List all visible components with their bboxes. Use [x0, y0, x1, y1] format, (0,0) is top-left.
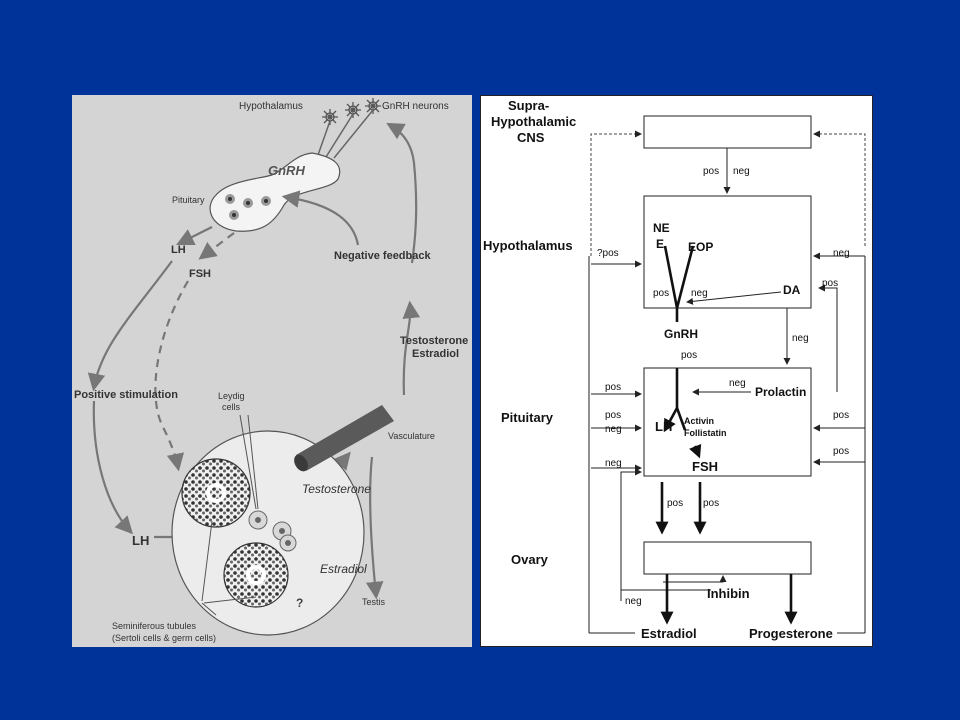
- label-pos-fsh-down: pos: [703, 498, 719, 509]
- label-pos-top: pos: [703, 166, 719, 177]
- label-da: DA: [783, 283, 801, 297]
- label-leydig: Leydig: [218, 391, 245, 401]
- label-neg-top: neg: [733, 166, 750, 177]
- label-follistatin: Follistatin: [684, 428, 727, 438]
- label-fsh: FSH: [189, 268, 211, 280]
- label-pos-pit-left1: pos: [605, 382, 621, 393]
- vasculature-vessel: [294, 405, 394, 472]
- male-axis-diagram: Hypothalamus GnRH neurons GnRH Pituitary…: [72, 95, 472, 647]
- box-hypothalamus: [643, 195, 812, 309]
- label-estradiol-top: Estradiol: [412, 348, 459, 360]
- label-ne: NE: [653, 221, 670, 235]
- label-lh-top: LH: [171, 244, 186, 256]
- label-pos-gnrh: pos: [681, 350, 697, 361]
- label-neg-right-hypo: neg: [833, 248, 850, 259]
- row-label-ovary: Ovary: [511, 552, 549, 567]
- leydig-cells: [248, 510, 297, 552]
- row-label-hypothalamic: Hypothalamic: [491, 114, 576, 129]
- label-pos-lh-down: pos: [667, 498, 683, 509]
- male-axis-svg: Hypothalamus GnRH neurons GnRH Pituitary…: [74, 98, 468, 643]
- box-ovary: [643, 541, 812, 575]
- label-activin: Activin: [684, 416, 714, 426]
- label-testis: Testis: [362, 597, 386, 607]
- female-axis-diagram: Supra- Hypothalamic CNS Hypothalamus Pit…: [480, 95, 873, 647]
- label-e: E: [656, 237, 664, 251]
- seminiferous-tubule-1: [181, 458, 251, 528]
- label-testosterone: Testosterone: [302, 482, 371, 496]
- label-estradiol: Estradiol: [641, 626, 697, 641]
- label-pos-pit-right1: pos: [833, 410, 849, 421]
- label-vasculature: Vasculature: [388, 431, 435, 441]
- label-positive-stimulation: Positive stimulation: [74, 389, 178, 401]
- label-negative-feedback: Negative feedback: [334, 250, 431, 262]
- label-hypothalamus: Hypothalamus: [239, 101, 303, 112]
- female-axis-svg: Supra- Hypothalamic CNS Hypothalamus Pit…: [483, 98, 866, 641]
- label-neg-gnrh: neg: [792, 333, 809, 344]
- label-pos-pit-right2: pos: [833, 446, 849, 457]
- row-label-hypothalamus: Hypothalamus: [483, 238, 573, 253]
- label-lh-bottom: LH: [132, 533, 149, 548]
- label-cells: cells: [222, 402, 241, 412]
- label-pituitary: Pituitary: [172, 195, 205, 205]
- box-cns: [643, 115, 812, 149]
- pituitary-cells: [225, 194, 271, 220]
- seminiferous-tubule-2: [223, 542, 289, 608]
- label-pos-pit-left2: pos: [605, 410, 621, 421]
- label-prolactin: Prolactin: [755, 385, 806, 399]
- label-q-pos: ?pos: [597, 248, 619, 259]
- label-seminiferous: Seminiferous tubules: [112, 621, 197, 631]
- label-neg-prolactin: neg: [729, 378, 746, 389]
- label-gnrh: GnRH: [268, 163, 305, 178]
- label-lh: LH: [655, 419, 672, 434]
- pituitary-gland-shape: [209, 152, 341, 232]
- label-neg-bottom: neg: [625, 596, 642, 607]
- label-neg-inner: neg: [691, 288, 708, 299]
- label-inhibin: Inhibin: [707, 586, 750, 601]
- gnrh-neurons-icon: [322, 98, 381, 125]
- label-pos-right-da: pos: [822, 278, 838, 289]
- row-label-supra: Supra-: [508, 98, 549, 113]
- label-gnrh: GnRH: [664, 327, 698, 341]
- label-eop: EOP: [688, 240, 713, 254]
- label-neg-pit-left3: neg: [605, 458, 622, 469]
- label-neg-pit-left: neg: [605, 424, 622, 435]
- label-sertoli: (Sertoli cells & germ cells): [112, 633, 216, 643]
- label-gnrh-neurons: GnRH neurons: [382, 101, 449, 112]
- label-estradiol: Estradiol: [320, 562, 367, 576]
- label-question: ?: [296, 596, 303, 610]
- label-testosterone-top: Testosterone: [400, 335, 468, 347]
- label-pos-inner: pos: [653, 288, 669, 299]
- label-fsh: FSH: [692, 459, 718, 474]
- label-progesterone: Progesterone: [749, 626, 833, 641]
- row-label-cns: CNS: [517, 130, 545, 145]
- row-label-pituitary: Pituitary: [501, 410, 554, 425]
- gnrh-y-shape: [663, 245, 695, 433]
